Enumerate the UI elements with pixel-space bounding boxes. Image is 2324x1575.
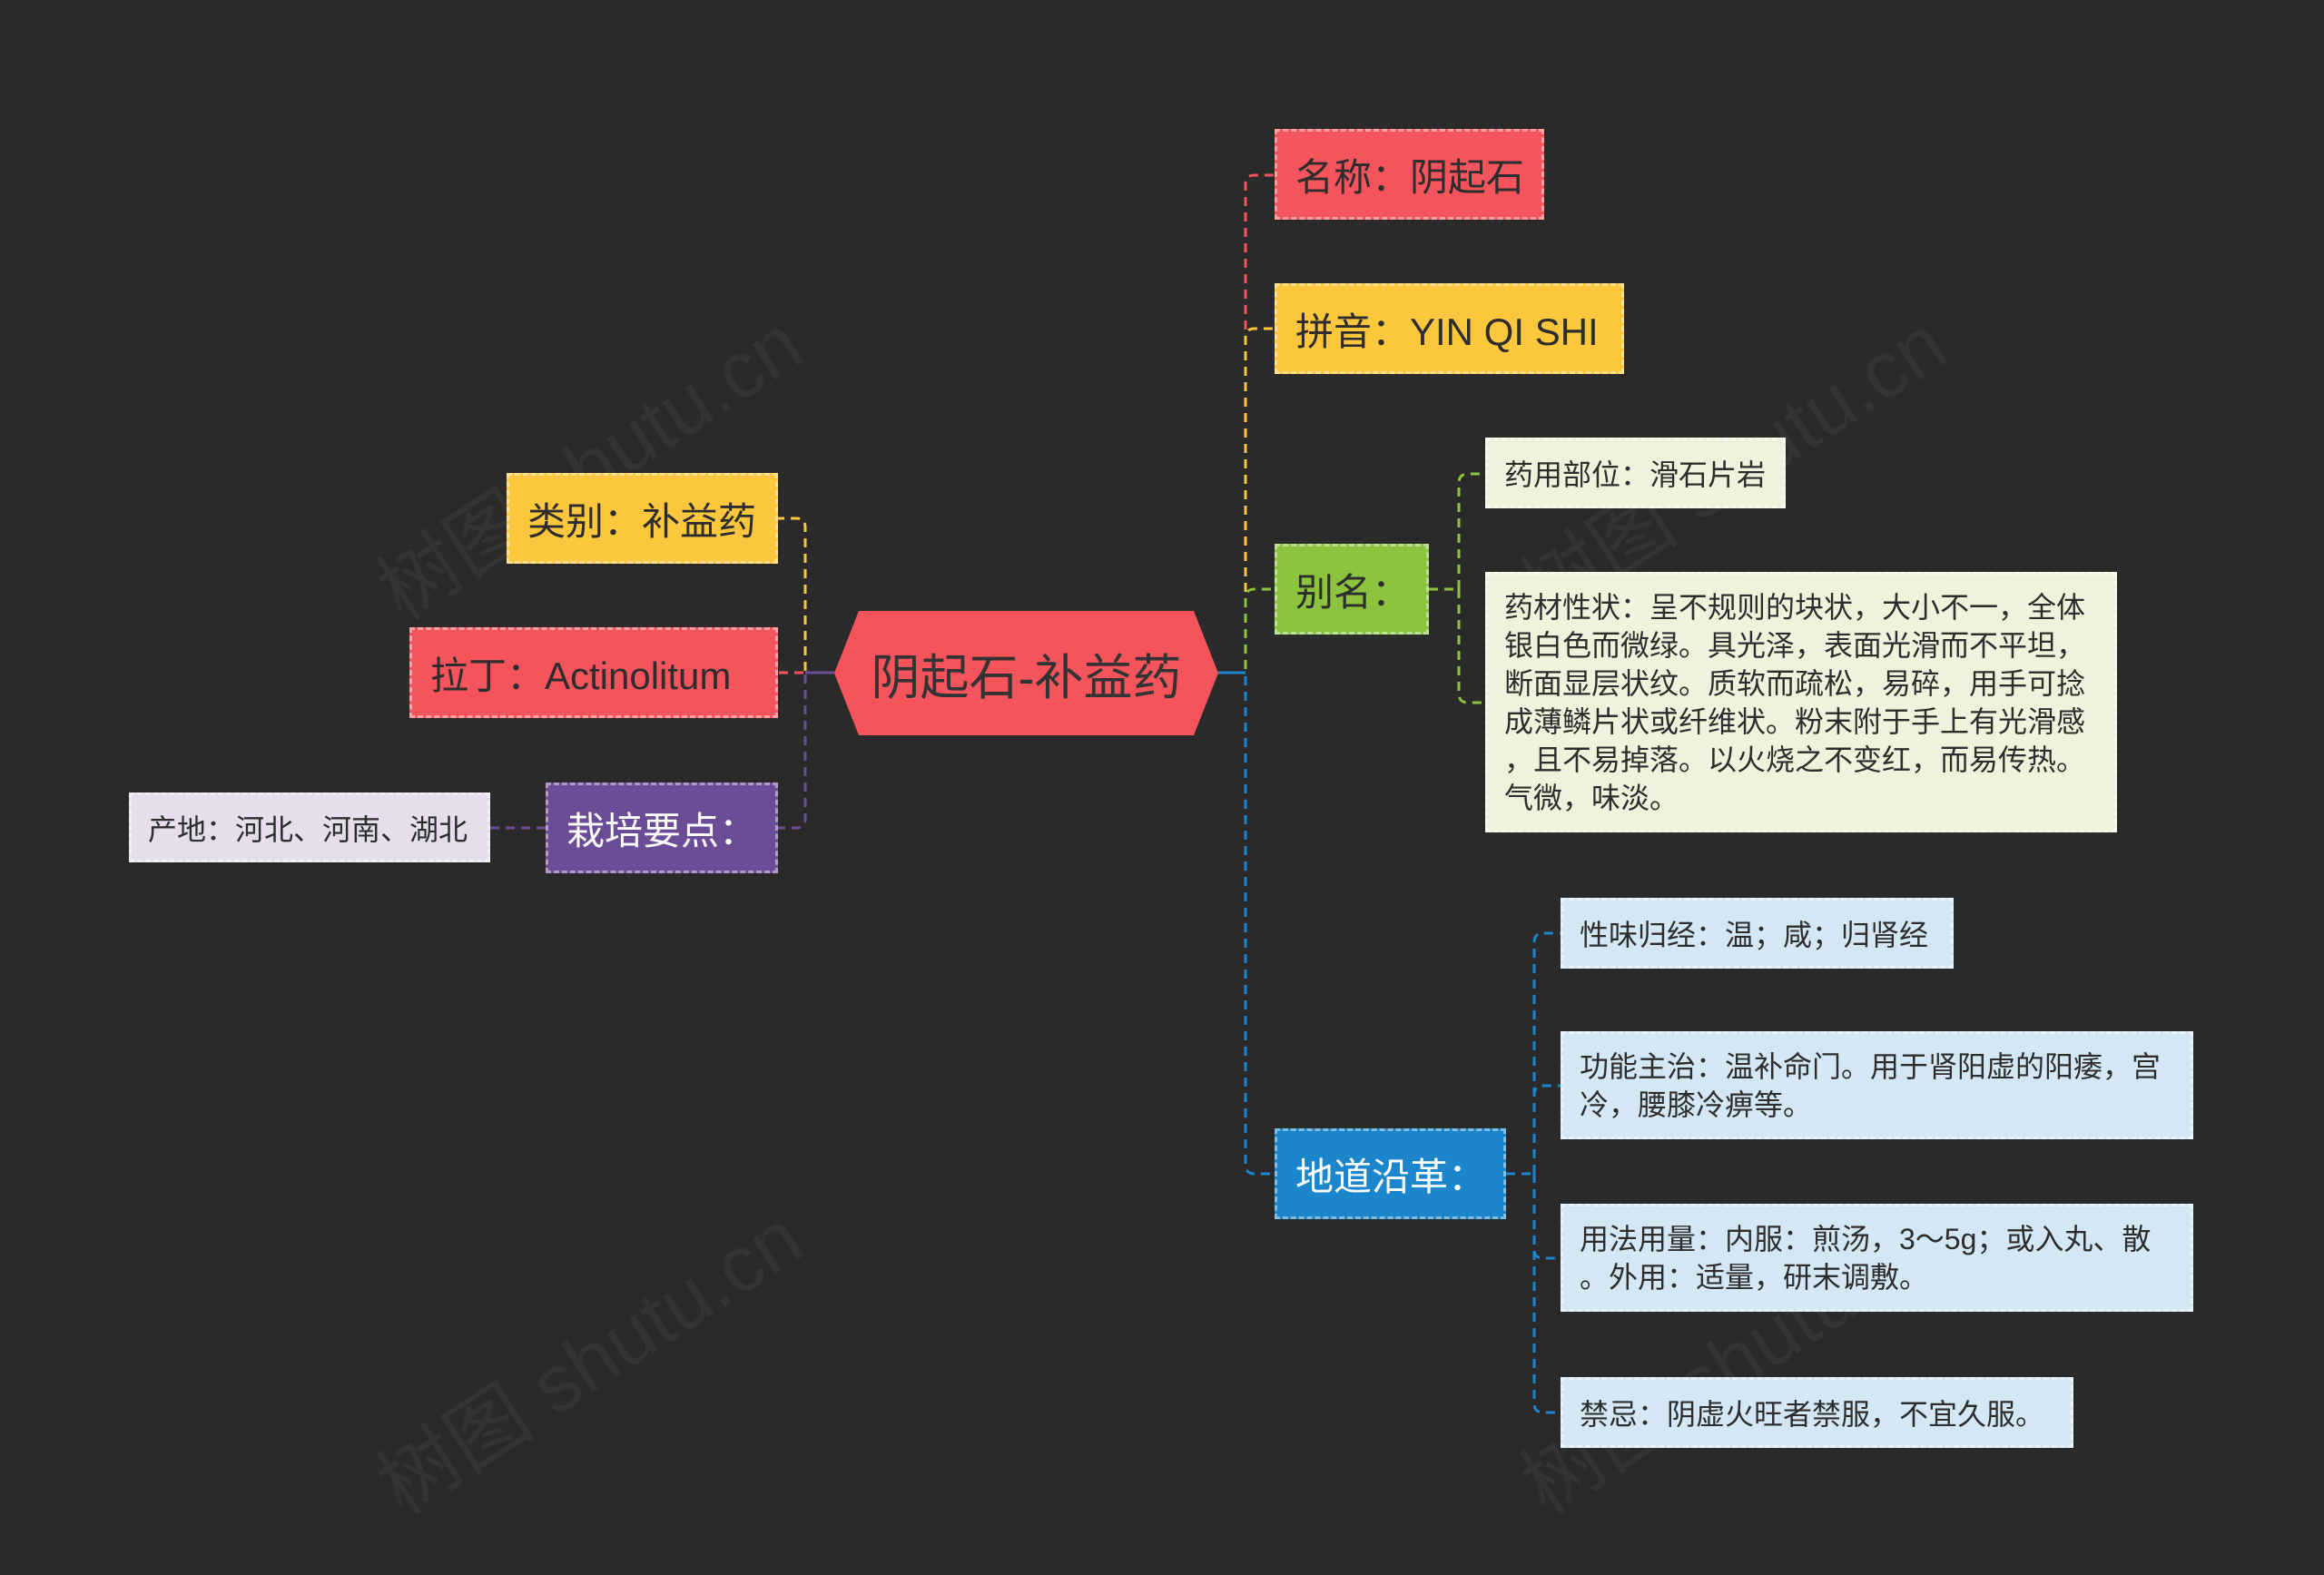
node-label: 药材性状：呈不规则的块状，大小不一，全体银白色而微绿。具光泽，表面光滑而不平坦，… [1504, 590, 2086, 814]
connector-cultivation [778, 671, 834, 830]
connector-category [778, 517, 834, 674]
node-producing-area: 产地：河北、河南、湖北 [129, 792, 490, 862]
connector-origin-usage [1532, 1174, 1561, 1260]
node-label: 别名： [1295, 570, 1411, 614]
node-label: 地道沿革： [1295, 1155, 1487, 1198]
connector-origin [1218, 671, 1275, 1176]
node-latin: 拉丁：Actinolitum [409, 627, 778, 718]
node-label: 产地：河北、河南、湖北 [148, 812, 468, 846]
node-label: 性味归经：温；咸；归肾经 [1580, 919, 1929, 951]
node-cultivation: 栽培要点： [546, 783, 778, 873]
node-medicinal-part: 药用部位：滑石片岩 [1485, 438, 1786, 508]
node-origin: 地道沿革： [1275, 1128, 1506, 1219]
connector-alias-traits [1457, 589, 1485, 704]
node-category: 类别：补益药 [507, 473, 778, 564]
node-label: 类别：补益药 [527, 499, 757, 543]
connector-origin-taboo [1532, 1174, 1561, 1414]
node-label: 拉丁：Actinolitum [430, 654, 732, 697]
node-usage-dosage: 用法用量：内服：煎汤，3～5g；或入丸、散。外用：适量，研末调敷。 [1561, 1204, 2193, 1312]
connector-alias-part [1457, 472, 1485, 589]
node-nature-meridian: 性味归经：温；咸；归肾经 [1561, 898, 1954, 969]
connector-pinyin [1218, 327, 1275, 674]
node-function: 功能主治：温补命门。用于肾阳虚的阳痿，宫冷，腰膝冷痹等。 [1561, 1031, 2193, 1139]
connector-name [1218, 173, 1275, 674]
node-label: 功能主治：温补命门。用于肾阳虚的阳痿，宫冷，腰膝冷痹等。 [1580, 1049, 2162, 1121]
central-topic: 阴起石-补益药 [834, 611, 1218, 735]
node-label: 禁忌：阴虚火旺者禁服，不宜久服。 [1580, 1398, 2045, 1431]
connector-origin-function [1532, 1084, 1561, 1174]
connector-origin-nature [1532, 931, 1561, 1174]
node-label: 拼音：YIN QI SHI [1295, 310, 1599, 353]
node-label: 用法用量：内服：煎汤，3～5g；或入丸、散。外用：适量，研末调敷。 [1580, 1222, 2152, 1294]
node-pinyin: 拼音：YIN QI SHI [1275, 283, 1624, 374]
node-label: 名称：阴起石 [1295, 155, 1525, 199]
node-label: 栽培要点： [566, 809, 758, 852]
node-taboo: 禁忌：阴虚火旺者禁服，不宜久服。 [1561, 1377, 2073, 1448]
node-herb-traits: 药材性状：呈不规则的块状，大小不一，全体银白色而微绿。具光泽，表面光滑而不平坦，… [1485, 572, 2117, 832]
central-topic-label: 阴起石-补益药 [871, 651, 1182, 705]
node-alias: 别名： [1275, 544, 1429, 635]
node-name: 名称：阴起石 [1275, 129, 1544, 220]
connector-alias [1218, 587, 1275, 674]
node-label: 药用部位：滑石片岩 [1504, 458, 1767, 491]
